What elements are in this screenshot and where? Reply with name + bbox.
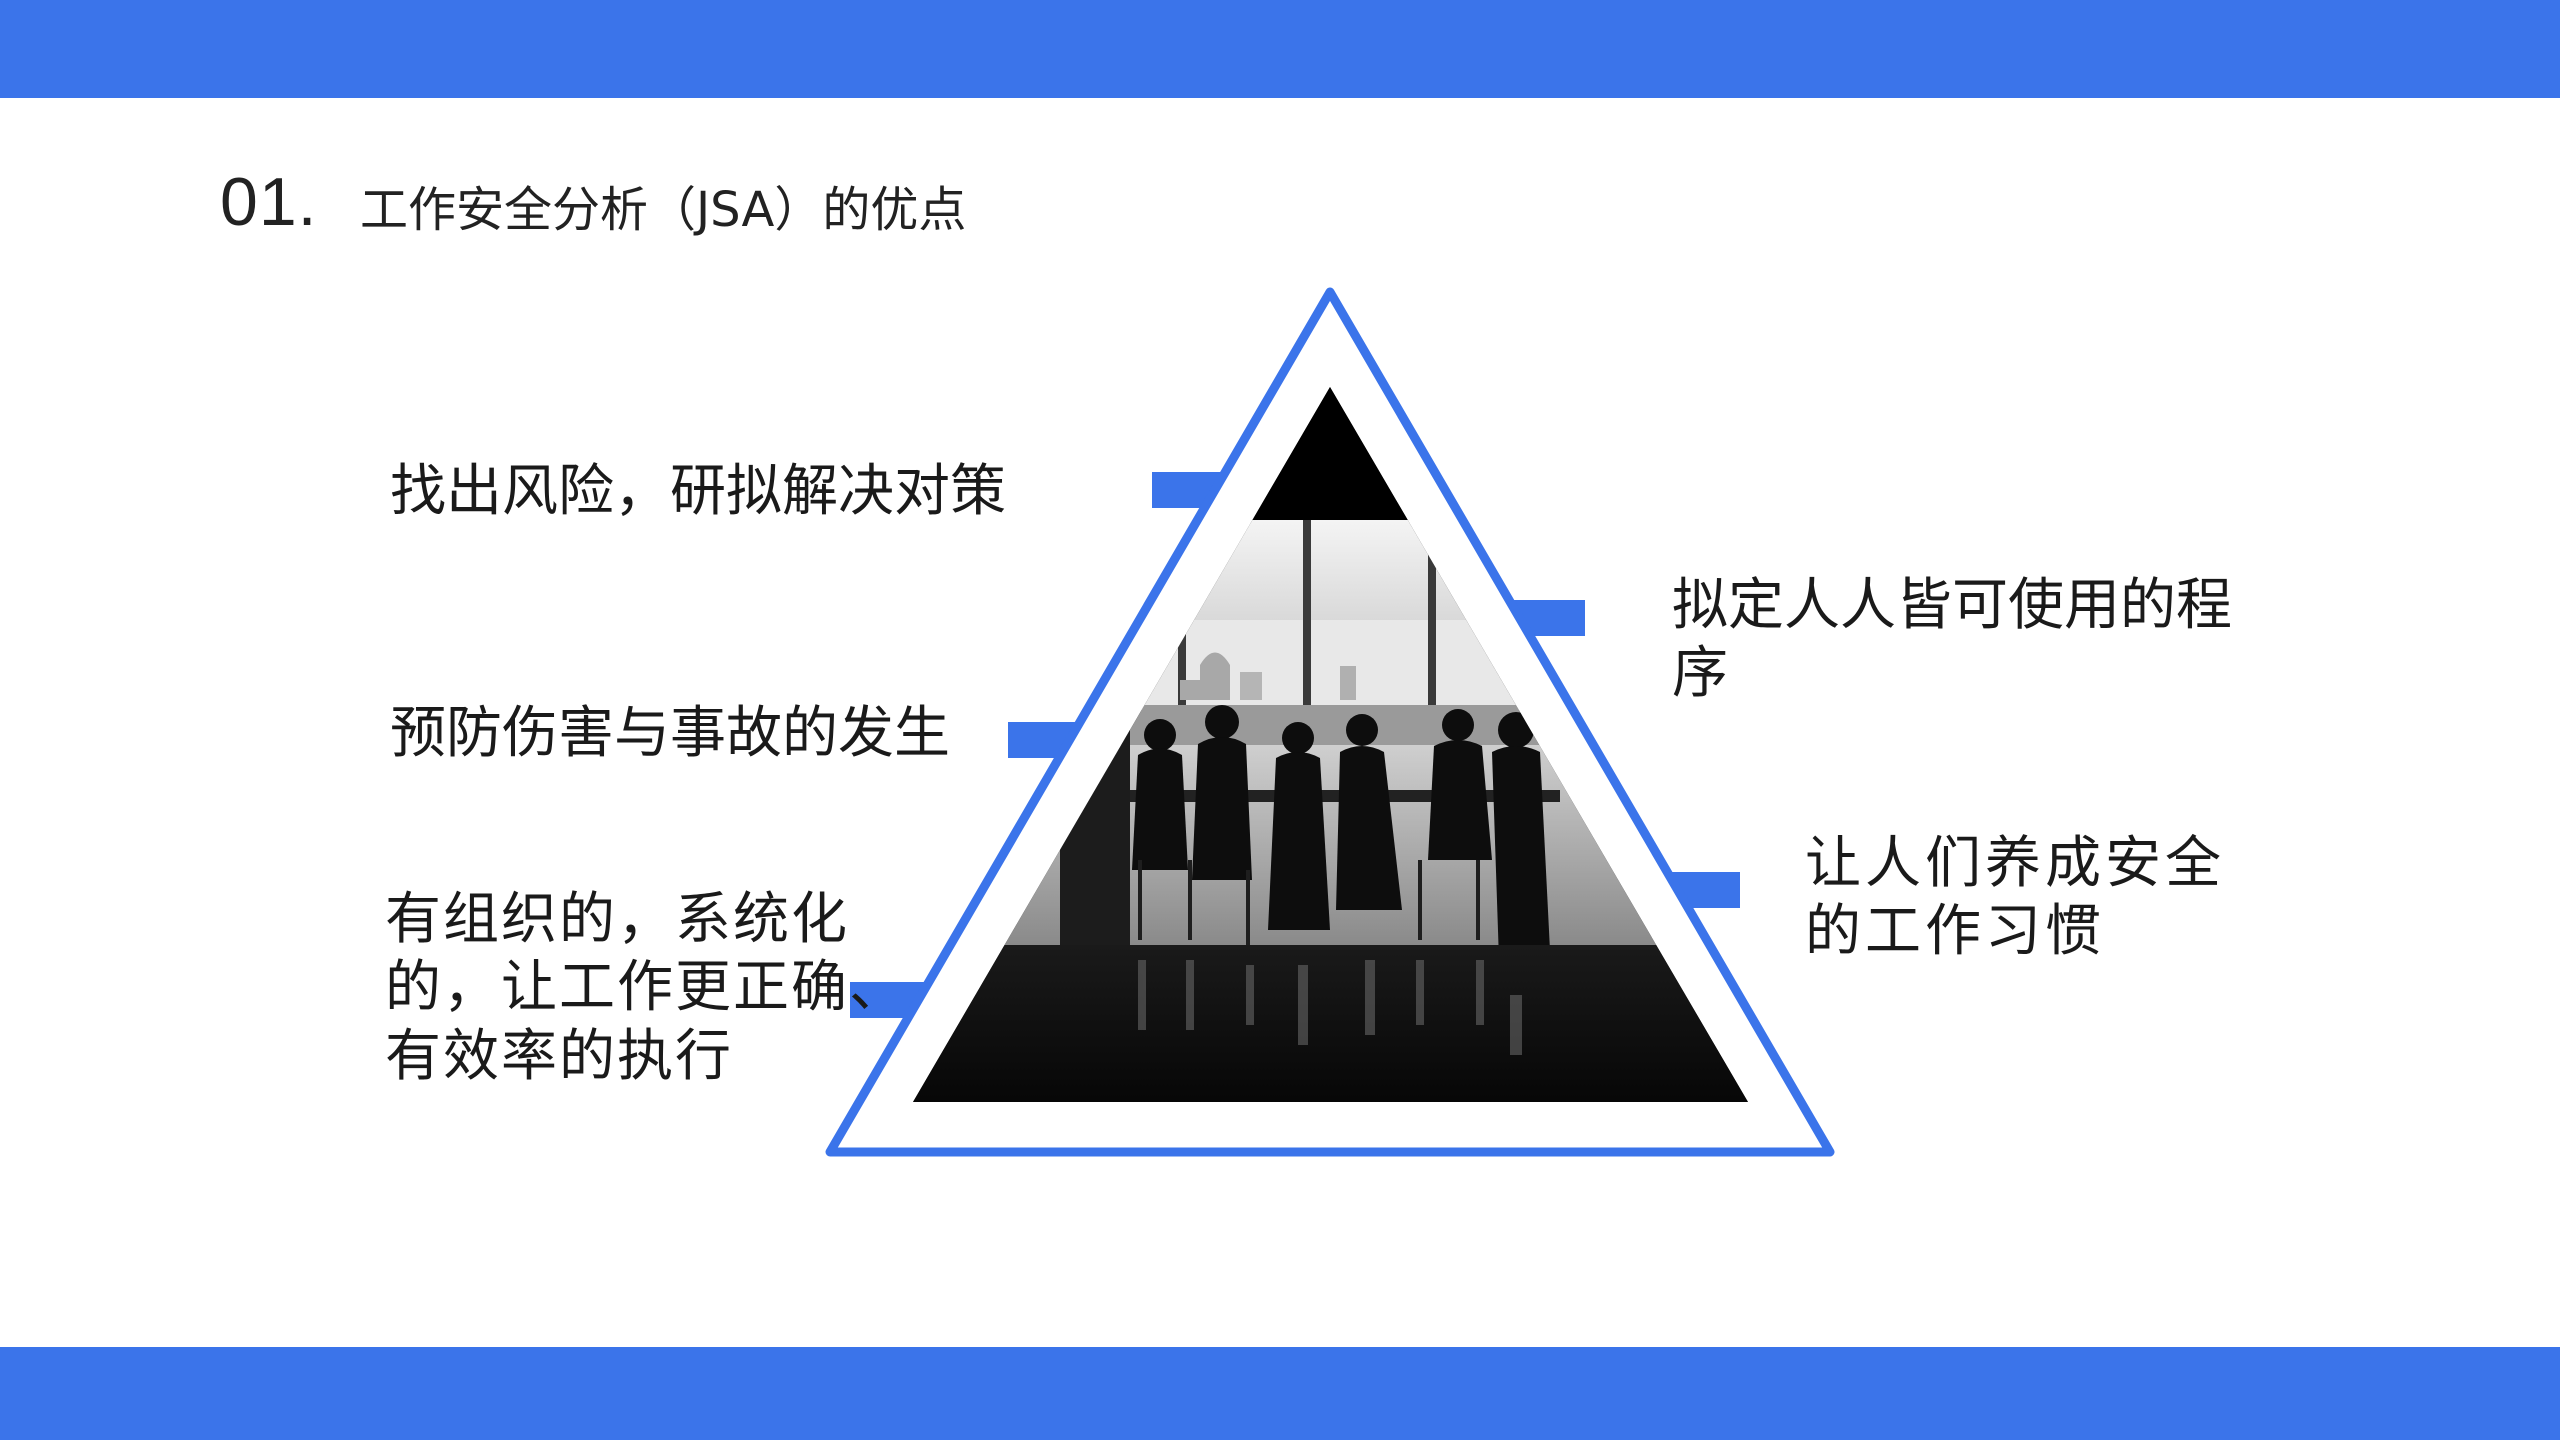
- benefit-procedure-line-2: 序: [1672, 641, 1728, 707]
- benefit-prevent-accidents: 预防伤害与事故的发生: [390, 701, 950, 766]
- top-accent-band: [0, 0, 2560, 98]
- bottom-accent-band: [0, 1347, 2560, 1440]
- benefit-organized-line-2: 的，让工作更正确、: [385, 955, 907, 1021]
- benefit-safe-habits: 让人们养成安全 的工作习惯: [1805, 830, 2225, 967]
- benefit-organized-execution: 有组织的，系统化 的，让工作更正确、 有效率的执行: [385, 886, 907, 1091]
- benefit-habits-line-2: 的工作习惯: [1805, 899, 2105, 965]
- benefit-organized-line-1: 有组织的，系统化: [385, 887, 849, 952]
- section-number: 01.: [220, 164, 318, 240]
- section-title: 工作安全分析（JSA）的优点: [360, 182, 967, 238]
- benefit-find-risks: 找出风险，研拟解决对策: [390, 459, 1006, 524]
- benefit-organized-line-3: 有效率的执行: [385, 1023, 733, 1089]
- benefit-procedure-line-1: 拟定人人皆可使用的程: [1672, 573, 2232, 638]
- benefit-habits-line-1: 让人们养成安全: [1805, 831, 2225, 896]
- benefit-usable-procedure: 拟定人人皆可使用的程 序: [1672, 572, 2232, 709]
